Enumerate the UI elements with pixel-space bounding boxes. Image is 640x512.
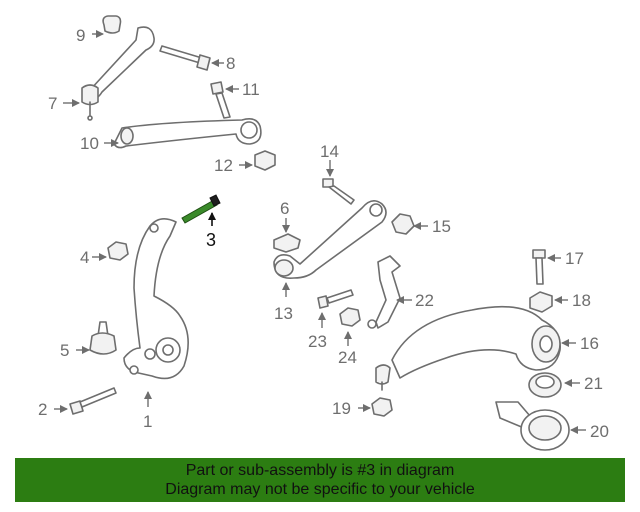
callout-12: 12 bbox=[214, 156, 233, 175]
part-18-nut bbox=[529, 291, 568, 313]
callout-11: 11 bbox=[242, 80, 260, 99]
part-14-bolt bbox=[322, 160, 355, 205]
part-20-bracket bbox=[495, 401, 586, 451]
part-19-nut bbox=[358, 397, 393, 417]
part-22-bracket bbox=[367, 255, 412, 329]
part-6-bushing bbox=[273, 218, 301, 253]
callout-18: 18 bbox=[572, 291, 591, 310]
parts-diagram: 9 8 7 11 10 12 14 3 6 15 4 17 22 18 13 1… bbox=[38, 15, 609, 451]
part-9-bushing bbox=[92, 15, 122, 38]
callout-14: 14 bbox=[320, 142, 339, 161]
callout-8: 8 bbox=[226, 54, 235, 73]
callout-24: 24 bbox=[338, 348, 357, 367]
part-1-knuckle bbox=[123, 218, 189, 407]
callout-21: 21 bbox=[584, 374, 603, 393]
callout-1: 1 bbox=[143, 412, 152, 431]
part-5-ball-joint bbox=[76, 321, 117, 355]
callout-5: 5 bbox=[60, 341, 69, 360]
callout-6: 6 bbox=[280, 199, 289, 218]
part-8-bolt bbox=[159, 45, 224, 71]
banner-line-1: Part or sub-assembly is #3 in diagram bbox=[185, 462, 455, 479]
part-2-bolt bbox=[54, 387, 117, 415]
callout-labels: 9 8 7 11 10 12 14 3 6 15 4 17 22 18 13 1… bbox=[38, 26, 609, 441]
callout-4: 4 bbox=[80, 248, 89, 267]
callout-15: 15 bbox=[432, 217, 451, 236]
part-4-nut bbox=[92, 241, 129, 261]
callout-7: 7 bbox=[48, 94, 57, 113]
part-23-bolt bbox=[317, 289, 354, 328]
callout-19: 19 bbox=[332, 399, 351, 418]
callout-13: 13 bbox=[274, 304, 293, 323]
part-17-bolt bbox=[532, 249, 561, 285]
callout-20: 20 bbox=[590, 422, 609, 441]
callout-9: 9 bbox=[76, 26, 85, 45]
callout-17: 17 bbox=[565, 249, 584, 268]
part-16-lower-arm bbox=[375, 305, 576, 391]
callout-22: 22 bbox=[415, 291, 434, 310]
banner-line-2: Diagram may not be specific to your vehi… bbox=[165, 481, 475, 498]
part-13-arm bbox=[273, 200, 387, 297]
info-banner: Part or sub-assembly is #3 in diagram Di… bbox=[15, 458, 625, 502]
part-24-nut bbox=[339, 307, 361, 346]
callout-16: 16 bbox=[580, 334, 599, 353]
part-21-bushing bbox=[528, 372, 580, 398]
part-3-bolt-highlighted bbox=[181, 194, 221, 226]
callout-2: 2 bbox=[38, 400, 47, 419]
part-15-nut bbox=[391, 213, 428, 235]
part-7-upper-arm bbox=[63, 26, 155, 121]
part-11-bolt bbox=[210, 81, 239, 119]
part-12-nut bbox=[239, 150, 276, 171]
callout-3: 3 bbox=[206, 230, 216, 250]
part-10-curved-arm bbox=[104, 118, 262, 149]
callout-23: 23 bbox=[308, 332, 327, 351]
callout-10: 10 bbox=[80, 134, 99, 153]
